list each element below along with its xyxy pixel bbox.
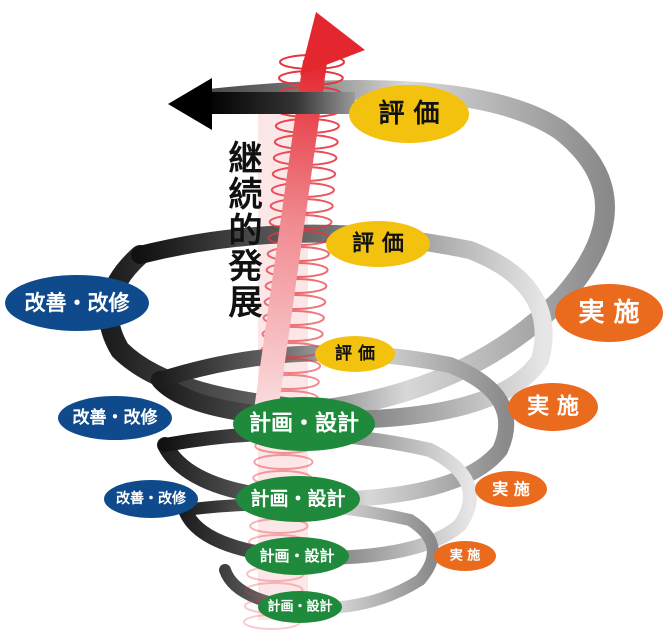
- black-left-arrow: [168, 78, 355, 130]
- black-arrow-shaft: [205, 92, 355, 114]
- implement-ellipse-1: [555, 284, 663, 342]
- plan-label-4: 計画・設計: [267, 599, 332, 615]
- evaluate-label-1: 評 価: [378, 98, 439, 129]
- implement-label-4: 実 施: [450, 548, 481, 564]
- coil-ring: [263, 294, 327, 310]
- red-arrow-head: [300, 12, 365, 75]
- plan-ellipse-3: [245, 537, 349, 575]
- coil-ring: [262, 310, 325, 326]
- coil-ring: [253, 454, 314, 470]
- plan-label-3: 計画・設計: [259, 547, 334, 565]
- plan-ellipse-2: [236, 476, 360, 522]
- improve-label-3: 改善・改修: [116, 490, 187, 507]
- improve-label-2: 改善・改修: [73, 407, 159, 428]
- implement-ellipse-4: [434, 541, 496, 571]
- improve-ellipse-1: [5, 275, 149, 331]
- evaluate-ellipse-1: [349, 85, 469, 143]
- coil-ring: [261, 326, 324, 342]
- plan-ellipse-1: [233, 397, 375, 451]
- plan-ellipse-4: [258, 591, 342, 623]
- evaluate-label-2: 評 価: [352, 231, 404, 257]
- ribbon-level-1: [98, 80, 615, 421]
- continuous-development-title: 継続的発展: [222, 140, 262, 320]
- implement-label-2: 実 施: [527, 394, 579, 420]
- implement-label-3: 実 施: [492, 480, 530, 499]
- implement-ellipse-3: [475, 471, 547, 507]
- implement-ellipse-2: [508, 383, 598, 431]
- plan-label-2: 計画・設計: [250, 487, 345, 510]
- improve-ellipse-3: [104, 480, 198, 518]
- plan-label-1: 計画・設計: [249, 411, 359, 437]
- black-arrow-head: [168, 78, 212, 130]
- improve-label-1: 改善・改修: [25, 291, 131, 315]
- red-arrow-shaft: [253, 60, 327, 420]
- red-progress-arrow: [253, 12, 365, 420]
- labels: 評 価 実 施 計画・設計 改善・改修 評 価 実 施 計画・設計 改善・改修 …: [5, 85, 663, 623]
- evaluate-label-3: 評 価: [335, 343, 375, 364]
- evaluate-ellipse-3: [315, 336, 395, 372]
- evaluate-ellipse-2: [326, 221, 430, 267]
- implement-label-1: 実 施: [578, 297, 639, 328]
- improve-ellipse-2: [58, 396, 172, 440]
